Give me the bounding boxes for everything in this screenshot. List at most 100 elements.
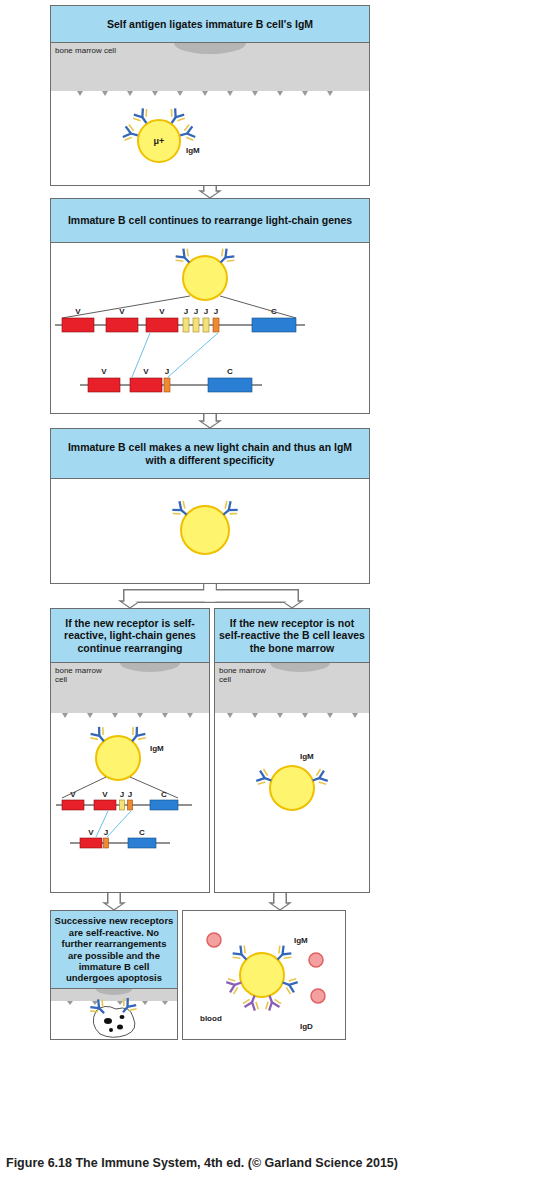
v-segment xyxy=(106,318,138,332)
igm-antibody xyxy=(174,247,195,268)
igm-antibody xyxy=(218,499,239,521)
cell-label: μ+ xyxy=(154,136,165,146)
gene-label: J xyxy=(120,790,124,800)
igm-antibody xyxy=(126,725,148,746)
text-label: IgM xyxy=(300,752,314,762)
igm-antibody xyxy=(255,768,274,788)
dna-line xyxy=(55,325,305,326)
j-segment xyxy=(183,318,189,332)
arrow-head xyxy=(200,421,220,428)
rearrangement-line xyxy=(96,811,131,837)
gene-label: J xyxy=(194,307,198,317)
igd-antibody xyxy=(262,993,282,1012)
igm-antibody xyxy=(171,499,192,521)
bone-marrow-cell: bone marrow cell xyxy=(51,663,209,713)
cell-label: bone marrow cell xyxy=(55,666,103,684)
text-label: blood xyxy=(200,1014,222,1024)
block-arrow-fill xyxy=(130,584,210,604)
text-label: IgM xyxy=(150,744,164,754)
panel-heading: If the new receptor is not self-reactive… xyxy=(215,609,369,663)
block-arrow-fill xyxy=(210,584,292,604)
j-segment xyxy=(203,318,209,332)
b-cell xyxy=(183,256,227,300)
self-antigen xyxy=(227,713,358,718)
j-segment xyxy=(104,838,109,848)
panel-box: Self antigen ligates immature B cell's I… xyxy=(50,5,370,186)
text-label: IgM xyxy=(186,146,200,156)
text-label: IgM xyxy=(294,936,308,946)
gene-label: V xyxy=(119,307,124,317)
b-cell xyxy=(96,736,140,780)
panel-heading: Successive new receptors are self-reacti… xyxy=(51,911,177,989)
igd-antibody xyxy=(242,993,262,1012)
j-segment xyxy=(193,318,199,332)
gene-label: V xyxy=(70,790,75,800)
block-arrow xyxy=(107,893,121,903)
arrow-head xyxy=(104,903,124,910)
cell-fragment xyxy=(117,1025,123,1030)
red-blood-cell xyxy=(207,933,221,947)
v-segment xyxy=(146,318,178,332)
cell-fragment xyxy=(104,1018,112,1024)
b-cell xyxy=(181,506,229,554)
j-segment xyxy=(164,378,170,392)
bone-marrow-cell: bone marrow cell xyxy=(51,43,369,91)
igm-antibody xyxy=(310,768,329,788)
c-segment xyxy=(252,318,296,332)
b-cell: μ+ xyxy=(137,119,181,163)
gene-label: J xyxy=(104,828,108,838)
bone-marrow-cell: bone marrow cell xyxy=(215,663,369,713)
arrow-heads xyxy=(104,191,302,910)
panel-box: If the new receptor is not self-reactive… xyxy=(214,608,370,893)
rearrangement-line xyxy=(132,333,218,377)
arrow-head xyxy=(282,601,302,608)
b-cell xyxy=(270,766,314,810)
red-blood-cell xyxy=(309,953,323,967)
igm-antibody xyxy=(88,997,109,1018)
leader-line xyxy=(62,296,296,318)
igm-antibody xyxy=(231,944,252,965)
j-segment xyxy=(213,318,219,332)
c-segment xyxy=(150,800,178,810)
igm-antibody xyxy=(117,996,139,1017)
v-segment xyxy=(62,318,94,332)
gene-label: J xyxy=(128,790,132,800)
igm-antibody xyxy=(280,975,299,995)
v-segment xyxy=(130,378,162,392)
panel-box: Successive new receptors are self-reacti… xyxy=(50,910,178,1040)
gene-label: V xyxy=(75,307,80,317)
arrow-fills xyxy=(114,186,292,906)
cell-label: bone marrow cell xyxy=(55,46,175,55)
block-arrow-fill xyxy=(205,186,216,194)
gene-label: V xyxy=(159,307,164,317)
block-arrow xyxy=(203,414,217,421)
block-arrow-fill xyxy=(109,893,120,906)
gene-label: J xyxy=(184,307,188,317)
panel-heading: Immature B cell makes a new light chain … xyxy=(51,429,369,479)
panel-heading: Immature B cell continues to rearrange l… xyxy=(51,199,369,243)
gene-label: J xyxy=(165,367,169,377)
figure-caption: Figure 6.18 The Immune System, 4th ed. (… xyxy=(6,1156,398,1170)
bone-marrow-cell xyxy=(51,989,177,1001)
cell-fragment xyxy=(109,1028,113,1032)
gene-label: J xyxy=(204,307,208,317)
j-segment xyxy=(120,800,125,810)
block-arrow-fill xyxy=(205,414,216,424)
nucleus xyxy=(96,989,132,995)
arrow-outlines xyxy=(114,186,292,903)
self-antigen xyxy=(62,713,193,718)
gene-label: C xyxy=(271,307,277,317)
panel-heading: Self antigen ligates immature B cell's I… xyxy=(51,6,369,43)
apoptotic-cell xyxy=(93,1006,135,1037)
dna-line xyxy=(56,805,192,806)
dna-line xyxy=(70,843,170,844)
self-antigen xyxy=(77,91,333,96)
gene-label: V xyxy=(143,367,148,377)
igd-antibody xyxy=(225,975,244,995)
gene-label: C xyxy=(139,828,145,838)
panel-heading: If the new receptor is self-reactive, li… xyxy=(51,609,209,663)
panel-box: IgMbloodIgD xyxy=(182,910,346,1040)
igm-antibody xyxy=(89,725,111,746)
